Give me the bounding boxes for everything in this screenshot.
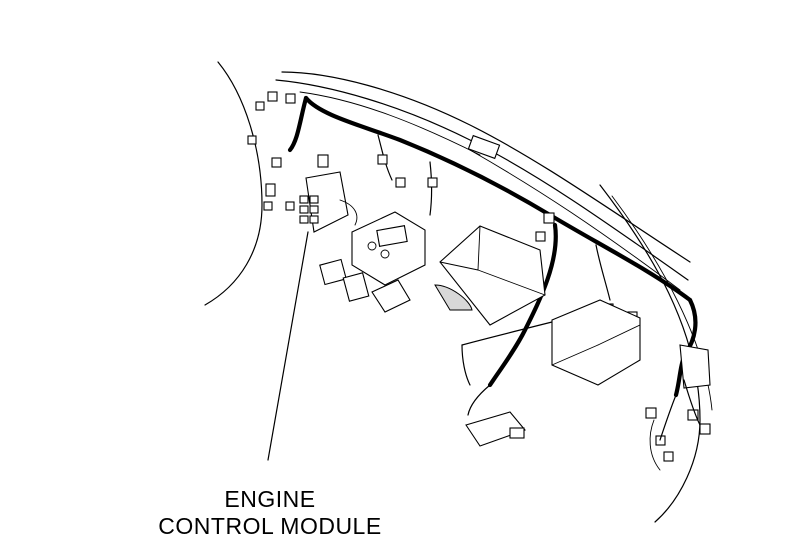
right-harness-drops	[649, 379, 701, 471]
dashboard-top	[275, 71, 691, 291]
engine-control-module-label: ENGINE CONTROL MODULE	[140, 486, 400, 540]
callout-line-1: ENGINE	[224, 486, 316, 512]
callout-line-2: CONTROL MODULE	[158, 513, 382, 539]
hvac-ducting	[434, 225, 711, 389]
body-outline	[204, 61, 713, 523]
callout-leader-line	[267, 231, 309, 461]
relay-connector	[465, 384, 526, 447]
engine-control-module	[299, 171, 358, 233]
steering-column-area	[319, 211, 426, 313]
